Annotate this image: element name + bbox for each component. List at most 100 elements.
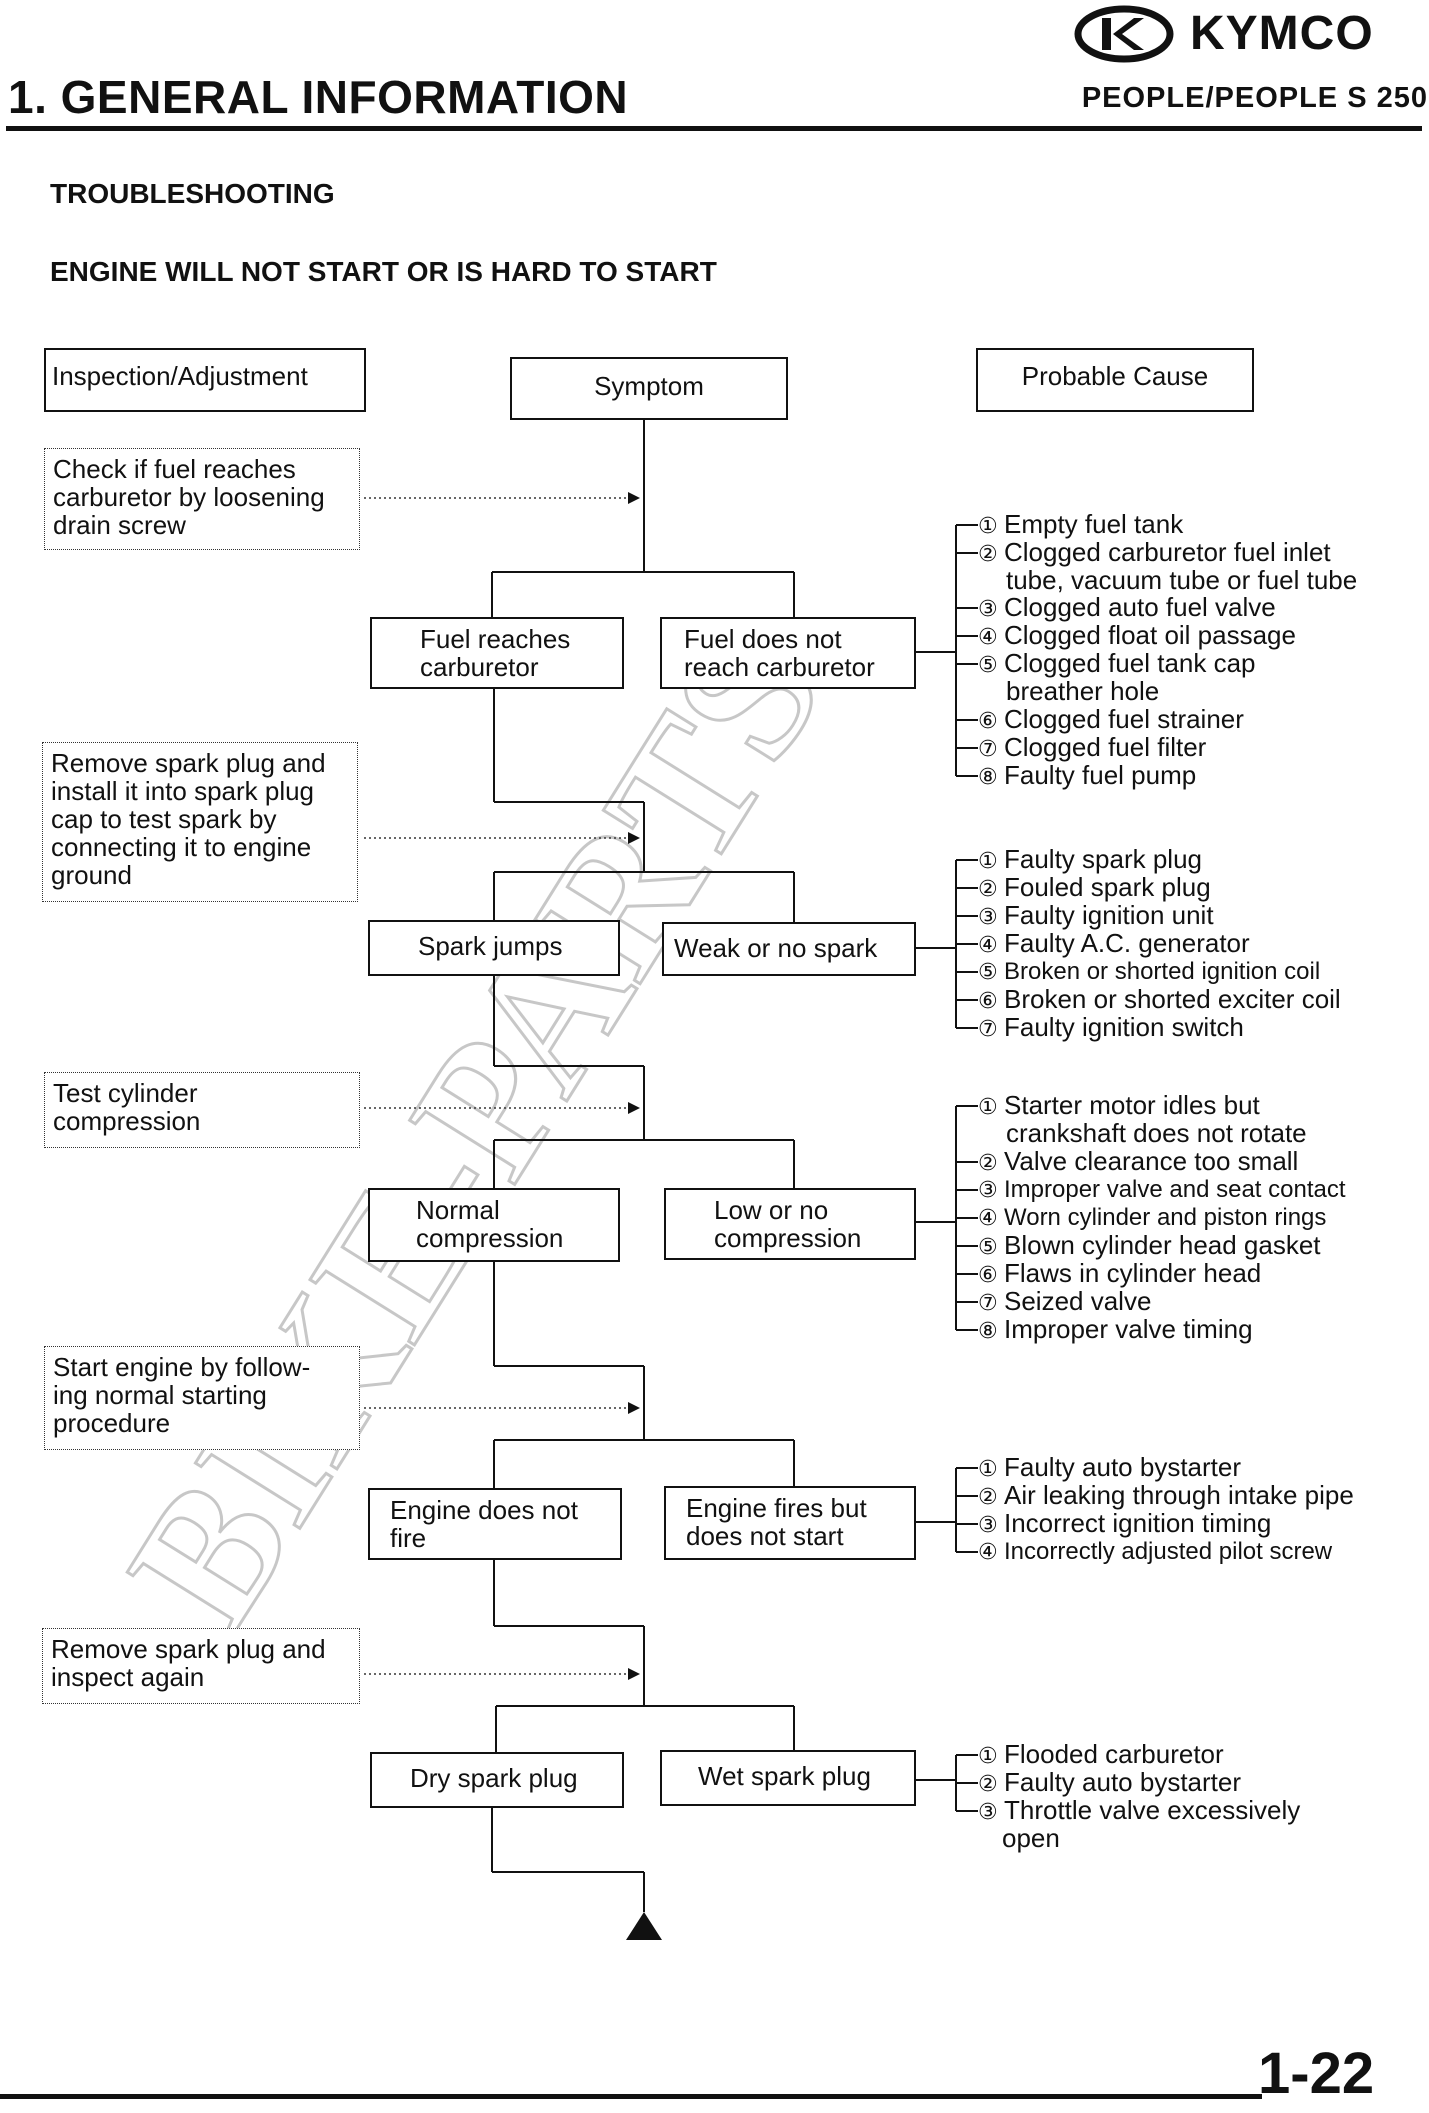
cause-text: Clogged carburetor fuel inlet [1004, 537, 1331, 567]
inspection-header: Inspection/Adjustment [44, 348, 366, 412]
inspection-line: ing normal starting [53, 1380, 267, 1410]
cause-text: Improper valve and seat contact [1004, 1176, 1346, 1203]
cause-number: ① [978, 1456, 998, 1481]
brand-logo: KYMCO [1072, 4, 1420, 64]
symptom-line: Wet spark plug [698, 1761, 871, 1791]
inspection-line: compression [53, 1106, 201, 1136]
symptom-line: fire [390, 1523, 427, 1553]
cause-number: ④ [978, 624, 998, 649]
cause-number: ⑤ [978, 652, 998, 677]
cause-number: ② [978, 876, 998, 901]
cause-item-continued: crankshaft does not rotate [1006, 1118, 1307, 1148]
inspection-line: procedure [53, 1408, 171, 1438]
symptom-line: Low or no [714, 1195, 829, 1225]
cause-number: ⑥ [978, 988, 998, 1013]
cause-number: ④ [978, 932, 998, 957]
cause-text: Faulty fuel pump [1004, 760, 1197, 790]
cause-number: ② [978, 1484, 998, 1509]
symptom-ok-5: Dry spark plug [370, 1752, 624, 1808]
cause-text: Broken or shorted exciter coil [1004, 984, 1341, 1014]
symptom-line: Normal [416, 1195, 500, 1225]
end-arrow-icon [626, 1912, 662, 1940]
cause-text: Flaws in cylinder head [1004, 1258, 1262, 1288]
inspection-line: inspect again [51, 1662, 205, 1692]
cause-number: ① [978, 1094, 998, 1119]
kymco-emblem-icon [1074, 5, 1174, 63]
cause-text: Faulty ignition switch [1004, 1012, 1244, 1042]
cause-number: ⑤ [978, 959, 998, 984]
cause-text: Valve clearance too small [1004, 1146, 1299, 1176]
inspection-line: Check if fuel reaches [53, 454, 296, 484]
cause-number: ⑧ [978, 1318, 998, 1343]
cause-text: Clogged fuel filter [1004, 732, 1207, 762]
cause-text: Faulty A.C. generator [1004, 928, 1250, 958]
cause-text: breather hole [1006, 676, 1160, 706]
cause-text: open [1002, 1823, 1060, 1853]
inspection-header-label: Inspection/Adjustment [52, 361, 308, 391]
symptom-ok-2: Spark jumps [368, 920, 620, 976]
cause-text: crankshaft does not rotate [1006, 1118, 1307, 1148]
symptom-fail-4: Engine fires but does not start [664, 1486, 916, 1560]
inspection-line: install it into spark plug [51, 776, 315, 806]
cause-text: Improper valve timing [1004, 1314, 1253, 1344]
inspection-line: ground [51, 860, 132, 890]
inspection-line: Remove spark plug and [51, 1634, 326, 1664]
cause-number: ③ [978, 1512, 998, 1537]
section-title: TROUBLESHOOTING [50, 178, 335, 209]
cause-text: Air leaking through intake pipe [1004, 1480, 1354, 1510]
cause-text: Seized valve [1004, 1286, 1152, 1316]
symptom-line: compression [416, 1223, 564, 1253]
symptom-line: Fuel does not [684, 624, 842, 654]
header-rule [6, 126, 1422, 131]
symptom-fail-1: Fuel does not reach carburetor [660, 617, 916, 689]
cause-number: ② [978, 1150, 998, 1175]
cause-number: ① [978, 848, 998, 873]
inspection-line: cap to test spark by [51, 804, 277, 834]
cause-item-continued: open [1002, 1823, 1060, 1853]
inspection-step-2: Remove spark plug and install it into sp… [42, 742, 358, 902]
cause-text: Faulty auto bystarter [1004, 1767, 1241, 1797]
cause-text: Faulty ignition unit [1004, 900, 1214, 930]
symptom-line: Spark jumps [418, 931, 563, 961]
cause-number: ⑦ [978, 736, 998, 761]
cause-text: Flooded carburetor [1004, 1739, 1224, 1769]
symptom-ok-3: Normal compression [368, 1188, 620, 1262]
cause-text: Starter motor idles but [1004, 1090, 1260, 1120]
footer-rule [0, 2094, 1262, 2099]
inspection-line: Test cylinder [53, 1078, 198, 1108]
cause-number: ⑥ [978, 1262, 998, 1287]
page-number: 1-22 [1258, 2041, 1375, 2106]
symptom-line: does not start [686, 1521, 844, 1551]
inspection-step-1: Check if fuel reaches carburetor by loos… [44, 448, 360, 550]
cause-text: Broken or shorted ignition coil [1004, 958, 1321, 985]
cause-number: ⑥ [978, 708, 998, 733]
inspection-line: drain screw [53, 510, 186, 540]
cause-number: ④ [978, 1539, 998, 1564]
inspection-line: Start engine by follow- [53, 1352, 311, 1382]
cause-text: Faulty spark plug [1004, 844, 1202, 874]
cause-header: Probable Cause [976, 348, 1254, 412]
inspection-line: Remove spark plug and [51, 748, 326, 778]
cause-number: ② [978, 541, 998, 566]
symptom-line: Engine does not [390, 1495, 578, 1525]
cause-number: ④ [978, 1205, 998, 1230]
cause-item-continued: breather hole [1006, 676, 1160, 706]
inspection-step-4: Start engine by follow- ing normal start… [44, 1346, 360, 1450]
